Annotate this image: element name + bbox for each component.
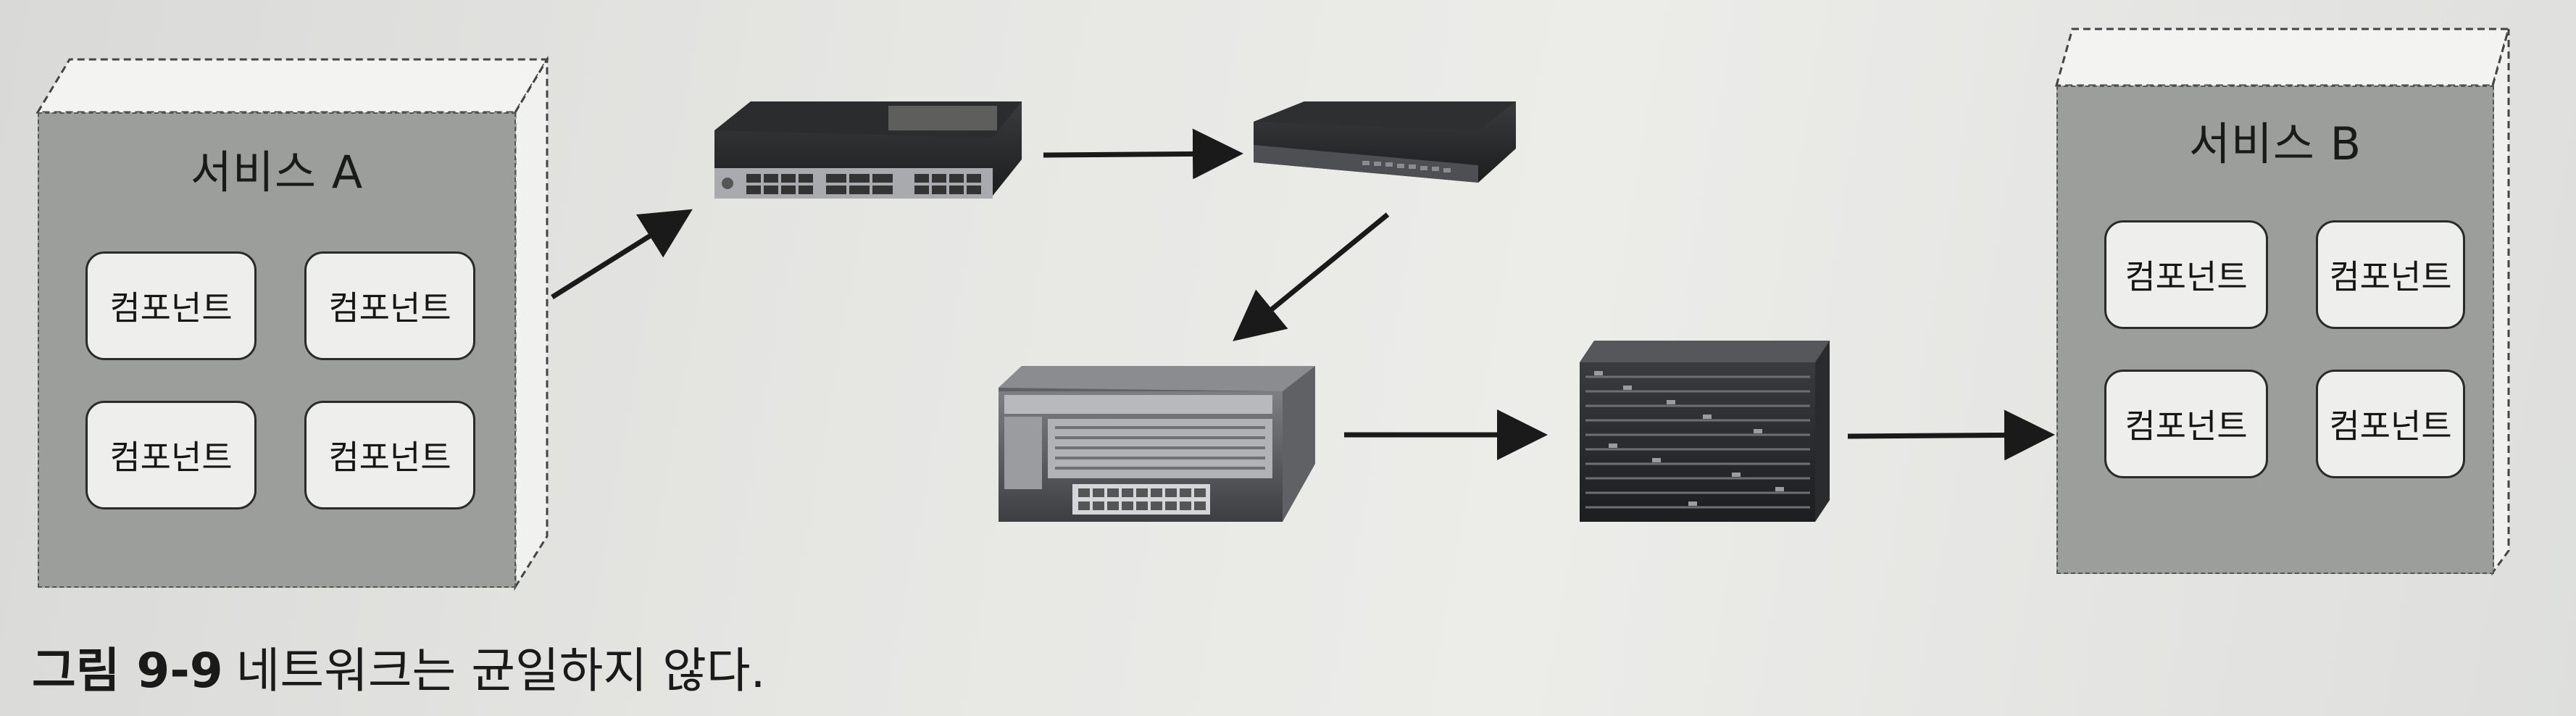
arrow-chassis-to-b <box>1847 409 2055 461</box>
service-b-component-1: 컴포넌트 <box>2104 220 2268 329</box>
service-b-component-2: 컴포넌트 <box>2316 220 2465 329</box>
service-a-component-1: 컴포넌트 <box>86 251 257 360</box>
connection-arrows <box>551 128 2055 461</box>
service-b-box: 서비스 B 컴포넌트 컴포넌트 컴포넌트 컴포넌트 <box>2056 86 2494 574</box>
service-b-title: 서비스 B <box>2188 117 2362 170</box>
arrow-switch1-to-switch2 <box>1043 128 1243 180</box>
service-a-box: 서비스 A 컴포넌트 컴포넌트 컴포넌트 컴포넌트 <box>38 112 516 588</box>
service-b-component-3: 컴포넌트 <box>2104 370 2268 478</box>
network-switch-1-icon <box>714 101 1022 199</box>
network-switch-2-icon <box>1254 101 1516 183</box>
service-b-component-4: 컴포넌트 <box>2316 370 2465 478</box>
service-a-component-3: 컴포넌트 <box>86 401 257 509</box>
network-chassis-icon <box>1580 341 1830 522</box>
arrow-a-to-switch1 <box>551 209 693 299</box>
service-a-component-2: 컴포넌트 <box>304 251 475 360</box>
arrow-switch2-to-router <box>1233 212 1390 341</box>
network-router-icon <box>999 366 1315 522</box>
figure-label: 그림 9-9 <box>32 643 223 699</box>
service-a-title: 서비스 A <box>190 146 364 199</box>
service-a-component-4: 컴포넌트 <box>304 401 475 509</box>
figure-caption-text: 네트워크는 균일하지 않다. <box>235 643 766 699</box>
